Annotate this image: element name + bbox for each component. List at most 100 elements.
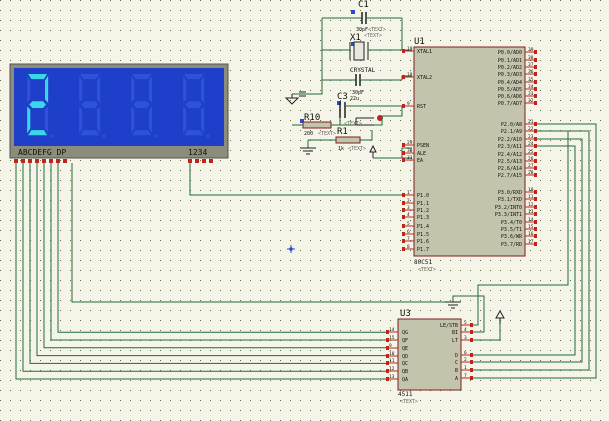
u3-pin-number: 3 [464, 335, 467, 341]
display-segment-pin[interactable] [28, 159, 32, 163]
u1-pin-number: 5 [407, 221, 410, 227]
u3-pin-label: QB [402, 369, 408, 375]
x1-crystal[interactable] [353, 41, 365, 61]
display-segment-pin[interactable] [49, 159, 53, 163]
u1-pin-label: P1.3 [417, 215, 429, 221]
u3-pin-b[interactable] [470, 368, 473, 372]
u1-pin-p3.6-wr[interactable] [534, 234, 537, 238]
display-segment-pin[interactable] [56, 159, 60, 163]
u1-pin-xtal2[interactable] [402, 75, 405, 79]
u3-pin-qc[interactable] [386, 361, 389, 365]
seven-segment-display[interactable]: ABCDEFG DP 1234 [9, 63, 229, 163]
u3-pin-qf[interactable] [386, 338, 389, 342]
r1-ref: R1 [337, 127, 348, 137]
u1-pin-p3.1-txd[interactable] [534, 197, 537, 201]
r10-marker [300, 119, 304, 123]
u1-pin-xtal1[interactable] [402, 49, 405, 53]
u1-pin-p1.4[interactable] [402, 224, 405, 228]
segment-wire [22, 163, 386, 372]
u3-pin-le-stb[interactable] [470, 323, 473, 327]
u1-pin-p3.7-rd[interactable] [534, 242, 537, 246]
u1-pin-p2.3-a11[interactable] [534, 144, 537, 148]
display-common-pin[interactable] [209, 159, 213, 163]
u3-pin-number: 2 [464, 357, 467, 363]
u1-pin-p0.0-ad0[interactable] [534, 50, 537, 54]
display-segment-pin[interactable] [42, 159, 46, 163]
u3-pin-qb[interactable] [386, 369, 389, 373]
u1-pin-p2.5-a13[interactable] [534, 159, 537, 163]
display-segment-pin[interactable] [21, 159, 25, 163]
u1-pin-p3.2-int0[interactable] [534, 205, 537, 209]
u1-pin-number: 19 [407, 46, 413, 52]
display-segment-pin[interactable] [63, 159, 67, 163]
display-segment-pin[interactable] [14, 159, 18, 163]
u1-pin-p1.5[interactable] [402, 232, 405, 236]
u1-pin-p1.1[interactable] [402, 201, 405, 205]
u1-pin-number: 22 [528, 126, 534, 132]
u1-pin-p3.4-t0[interactable] [534, 220, 537, 224]
u1-pin-number: 29 [407, 140, 413, 146]
u3-pin-bi[interactable] [470, 330, 473, 334]
u1-pin-ea[interactable] [402, 158, 405, 162]
u1-pin-label: P1.7 [417, 247, 429, 253]
u1-pin-p2.0-a8[interactable] [534, 122, 537, 126]
u1-pin-p0.4-ad4[interactable] [534, 80, 537, 84]
digit-2 [79, 74, 106, 138]
u1-pin-p1.7[interactable] [402, 247, 405, 251]
u1-pin-p0.7-ad7[interactable] [534, 101, 537, 105]
u3-pin-a[interactable] [470, 376, 473, 380]
segment-wire [57, 163, 386, 333]
u1-pin-p2.6-a14[interactable] [534, 166, 537, 170]
segment-e [183, 106, 187, 134]
u1-pin-label: P1.0 [417, 193, 429, 199]
u3-pin-qe[interactable] [386, 346, 389, 350]
u1-pin-p2.7-a15[interactable] [534, 173, 537, 177]
segment-a [80, 74, 100, 80]
u1-pin-label: P2.4/A12 [498, 152, 522, 158]
u1-pin-ale[interactable] [402, 151, 405, 155]
u1-pin-p3.5-t1[interactable] [534, 227, 537, 231]
u1-pin-p1.2[interactable] [402, 208, 405, 212]
display-common-pin[interactable] [202, 159, 206, 163]
u1-pin-p1.3[interactable] [402, 215, 405, 219]
u1-pin-p2.1-a9[interactable] [534, 129, 537, 133]
u3-pin-d[interactable] [470, 353, 473, 357]
segment-b [45, 75, 49, 103]
u1-pin-p2.4-a12[interactable] [534, 152, 537, 156]
u1-pin-rst[interactable] [402, 104, 405, 108]
segment-e [27, 106, 31, 134]
c1-text: <TEXT> [368, 27, 386, 33]
display-common-pin[interactable] [195, 159, 199, 163]
u1-pin-p1.6[interactable] [402, 239, 405, 243]
u3-pin-qa[interactable] [386, 377, 389, 381]
r10-resistor[interactable] [302, 121, 332, 129]
u3-pin-lt[interactable] [470, 338, 473, 342]
u1-pin-number: 21 [528, 119, 534, 125]
u1-pin-p0.6-ad6[interactable] [534, 94, 537, 98]
u1-pin-number: 7 [407, 236, 410, 242]
display-segment-pin[interactable] [35, 159, 39, 163]
u1-pin-p0.5-ad5[interactable] [534, 87, 537, 91]
decimal-point [206, 134, 210, 138]
display-common-pin[interactable] [188, 159, 192, 163]
u1-pin-p0.3-ad3[interactable] [534, 72, 537, 76]
c3-marker [337, 101, 341, 105]
u1-pin-p0.2-ad2[interactable] [534, 65, 537, 69]
u1-pin-psen[interactable] [402, 143, 405, 147]
u1-pin-p2.2-a10[interactable] [534, 137, 537, 141]
u1-pin-p0.1-ad1[interactable] [534, 58, 537, 62]
u1-pin-label: P1.5 [417, 232, 429, 238]
r1-resistor[interactable] [335, 136, 361, 144]
c3-ref: C3 [337, 92, 348, 102]
u1-pin-p3.3-int1[interactable] [534, 212, 537, 216]
u1-pin-label: P0.7/AD7 [498, 101, 522, 107]
u3-pin-c[interactable] [470, 360, 473, 364]
u1-pin-number: 3 [407, 205, 410, 211]
u3-pin-qg[interactable] [386, 330, 389, 334]
u1-pin-p1.0[interactable] [402, 193, 405, 197]
u3-pin-qd[interactable] [386, 354, 389, 358]
u1-pin-p3.0-rxd[interactable] [534, 190, 537, 194]
